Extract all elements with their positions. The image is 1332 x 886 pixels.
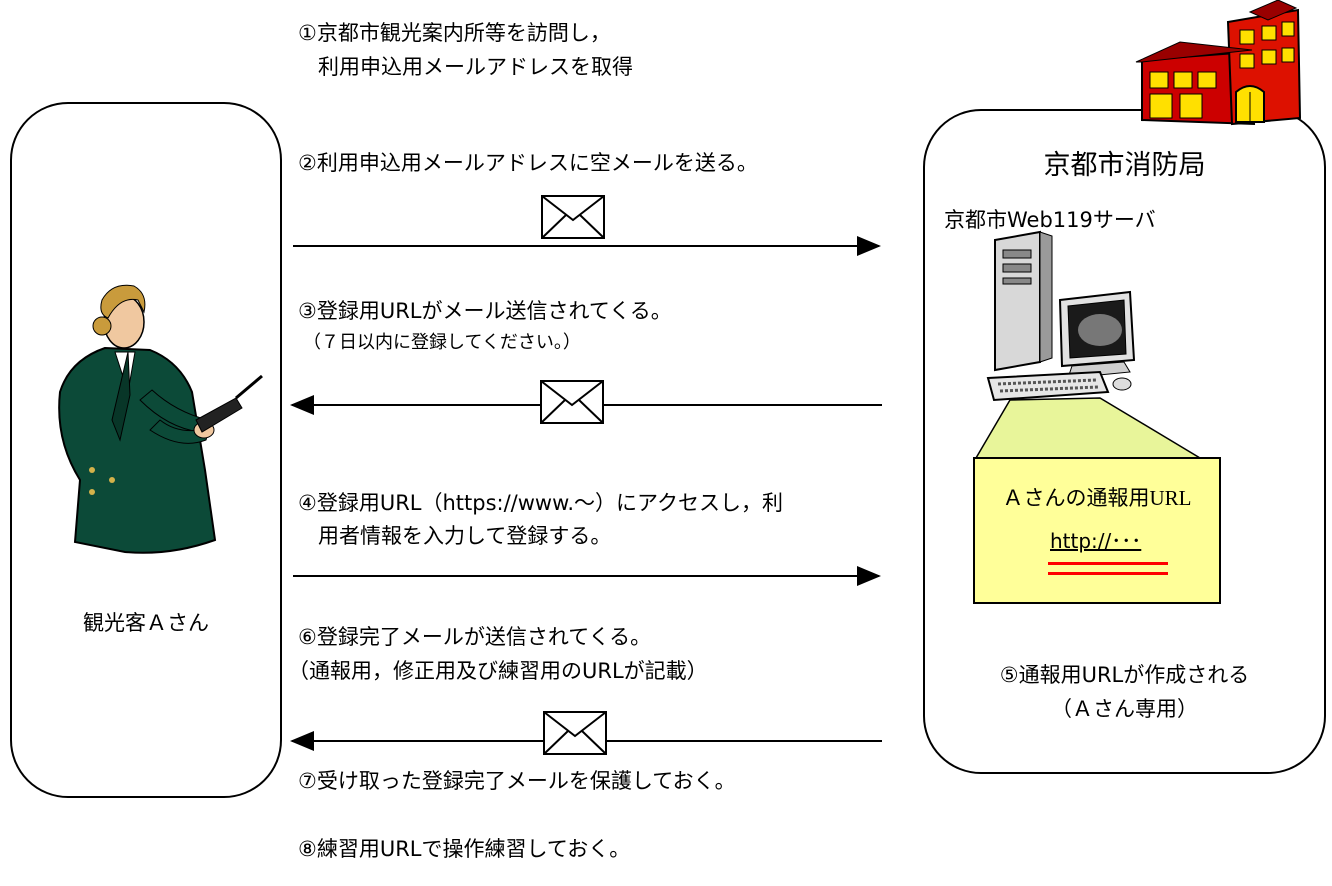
- step8: ⑧練習用URLで操作練習しておく。: [298, 837, 631, 861]
- step2: ②利用申込用メールアドレスに空メールを送る。: [298, 151, 758, 175]
- note-title: Ａさんの通報用URL: [1002, 486, 1192, 510]
- url-underline-2: [1048, 572, 1168, 575]
- tourist-label: 観光客Ａさん: [83, 611, 209, 635]
- envelope-icon: [543, 711, 607, 755]
- server-label: 京都市Web119サーバ: [944, 208, 1156, 232]
- server-beam: [974, 397, 1203, 459]
- fire-dept-title: 京都市消防局: [1043, 150, 1206, 181]
- envelope-icon: [540, 380, 604, 424]
- building-icon: [1135, 0, 1302, 126]
- step4-line2: 用者情報を入力して登録する。: [318, 524, 612, 548]
- url-underline-1: [1048, 562, 1168, 565]
- step7: ⑦受け取った登録完了メールを保護しておく。: [298, 769, 736, 793]
- step1-line2: 利用申込用メールアドレスを取得: [318, 55, 633, 79]
- reporting-url-note: [973, 457, 1221, 604]
- step3-line2: （７日以内に登録してください。）: [303, 332, 581, 353]
- step6-line1: ⑥登録完了メールが送信されてくる。: [298, 625, 652, 649]
- step6-line2: （通報用，修正用及び練習用のURLが記載）: [288, 659, 708, 683]
- step3-line1: ③登録用URLがメール送信されてくる。: [298, 299, 672, 323]
- person-with-phone-icon: [58, 284, 263, 554]
- step1-line1: ①京都市観光案内所等を訪問し，: [298, 21, 611, 45]
- computer-icon: [986, 230, 1136, 402]
- note-url: http://･･･: [1050, 529, 1142, 553]
- step4-line1: ④登録用URL（https://www.～）にアクセスし，利: [298, 491, 783, 515]
- envelope-icon: [541, 195, 605, 239]
- step5-line1: ⑤通報用URLが作成される: [999, 663, 1250, 687]
- step5-line2: （Ａさん専用）: [1051, 697, 1198, 721]
